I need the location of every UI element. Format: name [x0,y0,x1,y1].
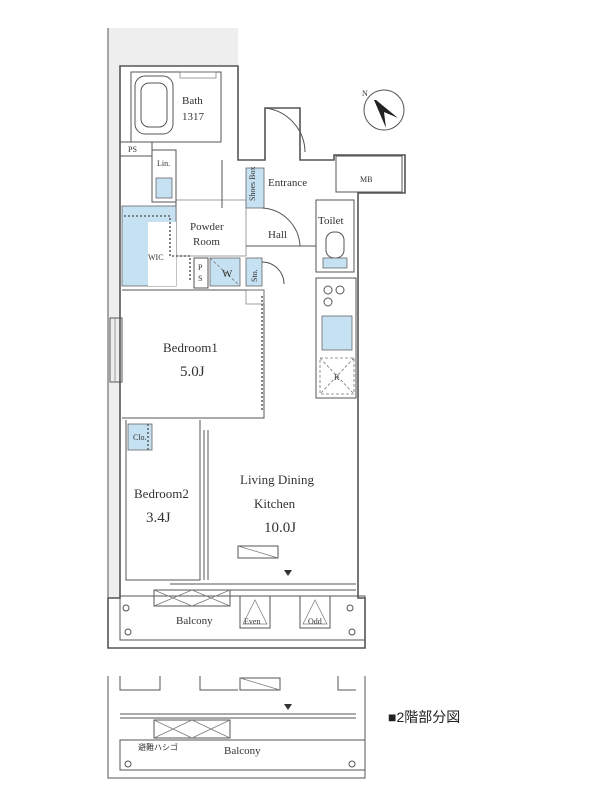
bedroom2-sliding-door [203,430,209,580]
refrigerator-space [319,357,355,395]
bedroom1-pillar [245,289,265,305]
bath-room [130,71,222,143]
second-floor-entry-marker [284,704,292,710]
bathtub [134,75,174,135]
bedroom1-window [109,317,123,383]
outdoor-unit-odd [299,595,331,629]
wic-label: WIC [148,253,164,262]
stove-burner-2 [335,285,345,295]
even-label: Even [244,617,260,626]
second-floor-aircon-diagonal [239,677,281,691]
mb-label: MB [360,175,372,184]
north-arrow-icon [374,100,398,128]
hall-door-arc [261,207,301,247]
bathtub-inner [140,82,168,128]
bath-label: Bath [182,95,203,107]
second-floor-balcony-label: Balcony [224,745,261,757]
storage-box [245,257,263,287]
wic-rail [124,215,191,280]
compass [363,89,405,131]
stove-burner-3 [323,297,333,307]
entrance-door-arc [264,107,306,153]
second-floor-outline [107,676,366,779]
ps-top-label: PS [128,145,137,154]
balcony-drain-right [348,628,356,636]
outdoor-unit-even-fan [242,599,268,625]
bedroom1-walls [122,289,265,419]
second-floor-plan [107,676,366,779]
evac-ladder-hatch [153,719,231,739]
bedroom2-area: 3.4J [146,510,171,526]
second-floor-legend: ■2階部分図 [388,709,460,725]
bath-size-label: 1317 [182,111,205,123]
ps-small-s-label: S [198,274,202,283]
balcony-post-right [346,604,354,612]
second-floor-drain-left [124,760,132,768]
shoes-box [245,167,265,209]
second-floor-balcony-area [119,739,366,771]
stove-burner-1 [323,285,333,295]
ps-top-box [119,141,153,157]
ldk-label-1: Living Dining [240,472,315,487]
second-floor-aircon [239,677,281,691]
wic-cutout [148,222,176,286]
refrigerator-label: R [334,373,340,382]
clo-label: Clo. [133,433,147,442]
ps-small-p-label: P [198,263,203,272]
bedroom2-walls [125,420,201,581]
ldk-aircon-diagonal [237,545,279,559]
ldk-label-2: Kitchen [254,496,296,511]
ldk-aircon [237,545,279,559]
storage-door-arc [261,261,285,285]
powder-room-label-1: Powder [190,221,224,233]
balcony-drain-left [124,628,132,636]
lin-label: Lin. [157,159,170,168]
bedroom2-label: Bedroom2 [134,486,189,501]
outer-wall [107,65,406,649]
compass-circle [363,89,405,131]
bath-shelf [179,71,217,79]
odd-label: Odd [308,617,322,626]
toilet-label: Toilet [318,215,344,227]
second-floor-upper-walls [119,676,356,691]
balcony-hatch-cross [153,589,231,607]
evac-ladder-label: 避難ハシゴ [138,742,178,752]
balcony-post-left [122,604,130,612]
linen-shelf [155,177,173,199]
ldk-area: 10.0J [264,520,296,536]
kitchen-counter [315,277,357,399]
ldk-entry-marker [284,570,292,576]
balcony-label: Balcony [176,615,213,627]
outdoor-unit-even [239,595,271,629]
shoes-box-label: Shoes Box [248,167,257,201]
refrigerator-cross [319,357,355,395]
toilet-tank [322,257,348,269]
bedroom1-label: Bedroom1 [163,340,218,355]
kitchen-sink [321,315,353,351]
sto-label: Sto. [250,269,259,282]
hall-label: Hall [268,229,287,241]
mb-box [335,155,403,193]
second-floor-windows [120,713,356,719]
entrance-label: Entrance [268,177,307,189]
outdoor-unit-odd-fan [302,599,328,625]
w-label: W [222,268,233,280]
ps-small-box [193,257,209,289]
compass-label: N [362,89,368,98]
second-floor-drain-right [348,760,356,768]
exterior-strip-top [108,28,238,68]
bedroom1-area: 5.0J [180,364,205,380]
evac-ladder-cross [153,719,231,739]
powder-room-label-2: Room [193,236,220,248]
washer-diagonal [209,257,241,287]
toilet-room [315,199,355,273]
